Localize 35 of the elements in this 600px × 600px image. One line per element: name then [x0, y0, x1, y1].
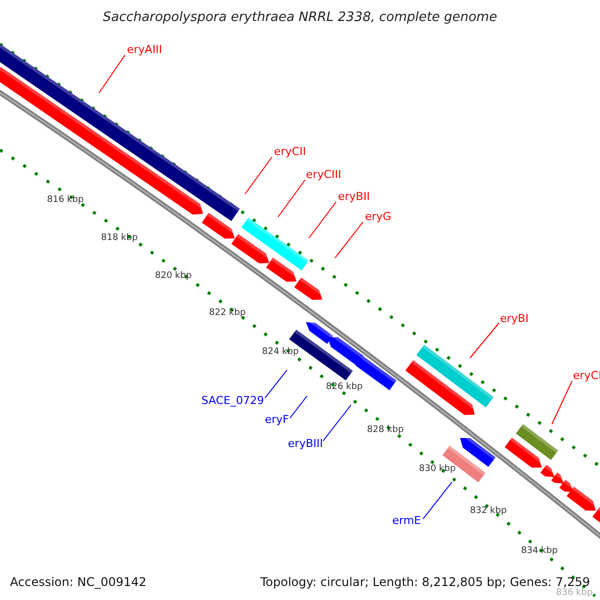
gene-label: eryBI [500, 313, 529, 324]
leader-line [98, 54, 126, 94]
leader-line [552, 380, 572, 424]
scale-label: 824 kbp [262, 348, 299, 357]
leader-line [334, 222, 364, 258]
genome-summary-text: Topology: circular; Length: 8,212,805 bp; Genes: 7,259 [260, 576, 590, 588]
leader-line [244, 156, 272, 194]
gene-label: eryBII [338, 191, 370, 202]
scale-label: 830 kbp [419, 465, 456, 474]
scale-label: 826 kbp [326, 383, 363, 392]
gene-label: ermE [392, 515, 421, 526]
gene-label: eryG [365, 211, 392, 222]
leader-line [264, 370, 288, 398]
scale-label: 820 kbp [155, 272, 192, 281]
title: Saccharopolyspora erythraea NRRL 2338, complete genome [102, 11, 498, 24]
leader-line [322, 404, 352, 442]
gene-label: eryCIII [306, 169, 342, 180]
gene-label: eryAIII [127, 44, 162, 55]
scale-label: 836 kbp [556, 589, 593, 598]
gene-label: eryF [264, 414, 289, 425]
leader-line [422, 482, 452, 520]
scale-label: 818 kbp [101, 234, 138, 243]
leader-line [278, 180, 306, 218]
scale-label: 816 kbp [47, 196, 84, 205]
accession-text: Accession: NC_009142 [10, 576, 146, 588]
scale-label: 832 kbp [470, 507, 507, 516]
scale-label: 822 kbp [209, 309, 246, 318]
leader-line [308, 202, 336, 238]
scale-label: 834 kbp [521, 547, 558, 556]
leader-line [290, 396, 308, 418]
gene-label: eryCII [274, 146, 306, 157]
gene-label: SACE_0729 [201, 395, 264, 406]
scale-label: 828 kbp [367, 426, 404, 435]
leader-line [470, 322, 500, 358]
gene-label: eryBIII [288, 438, 323, 449]
